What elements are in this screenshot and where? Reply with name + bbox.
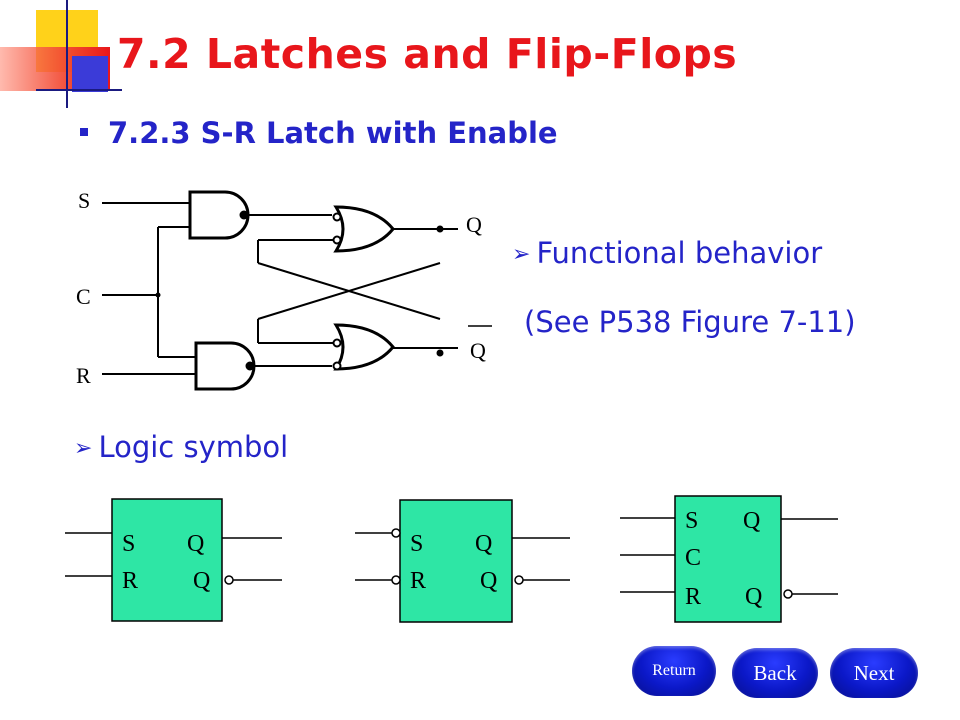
symbol-3-label-s: S (685, 508, 698, 534)
or-gate-upper (333, 205, 395, 253)
symbol-2-qn-bubble (514, 575, 524, 585)
or-upper-bubble-2 (332, 235, 342, 245)
symbol-3-label-c: C (685, 545, 701, 571)
nand-upper-bubble (239, 210, 249, 220)
arrow-bullet-icon: ➢ (74, 436, 93, 461)
sr-latch-circuit (102, 190, 458, 391)
symbol-3-label-r: R (685, 584, 701, 610)
symbol-3-label-qn: Q (745, 584, 762, 610)
symbol-2-label-s: S (410, 531, 423, 557)
section-heading: 7.2.3 S-R Latch with Enable (80, 116, 558, 150)
junction-c (155, 292, 161, 298)
symbol-1-qn-bubble (224, 575, 234, 585)
label-q: Q (466, 212, 482, 237)
arrow-bullet-icon: ➢ (512, 242, 531, 267)
label-r: R (76, 363, 91, 388)
symbol-2-label-r: R (410, 568, 426, 594)
return-button[interactable]: Return (632, 646, 716, 696)
symbol-1-label-s: S (122, 531, 135, 557)
bullet-logic-symbol: ➢Logic symbol (74, 430, 288, 464)
symbol-2-label-q: Q (475, 531, 492, 557)
symbol-2-box (399, 499, 513, 623)
bullet-functional-behavior: ➢Functional behavior (512, 236, 822, 270)
page-title: 7.2 Latches and Flip-Flops (117, 30, 738, 78)
feedback-cross-b (257, 262, 441, 320)
nand-gate-lower (194, 341, 256, 391)
symbol-1-label-qn: Q (193, 568, 210, 594)
junction-q-bar (436, 349, 444, 357)
symbol-2-r-bubble (391, 575, 401, 585)
symbol-1-label-r: R (122, 568, 138, 594)
symbol-2-s-bubble (391, 528, 401, 538)
or-gate-lower (333, 323, 395, 371)
junction-q (436, 225, 444, 233)
label-c: C (76, 284, 91, 309)
next-button[interactable]: Next (830, 648, 918, 698)
symbol-2-label-qn: Q (480, 568, 497, 594)
logic-symbol-3: S Q C R Q (620, 495, 838, 623)
or-lower-bubble-2 (332, 361, 342, 371)
label-s: S (78, 188, 90, 213)
label-q-bar: Q (470, 338, 486, 363)
symbol-1-box (111, 498, 223, 622)
logic-symbol-1: S Q R Q (65, 498, 282, 622)
symbol-3-box (674, 495, 782, 623)
logic-symbol-text: Logic symbol (98, 430, 289, 464)
symbol-1-label-q: Q (187, 531, 204, 557)
functional-behavior-text: Functional behavior (536, 236, 823, 270)
or-upper-bubble-1 (332, 212, 342, 222)
square-bullet-icon (80, 128, 88, 136)
nand-gate-upper (188, 190, 250, 240)
logic-symbol-2: S Q R Q (355, 499, 570, 623)
back-button[interactable]: Back (732, 648, 818, 698)
nand-lower-bubble (245, 361, 255, 371)
deco-vertical-line (66, 0, 68, 108)
symbol-3-label-q: Q (743, 508, 760, 534)
or-lower-bubble-1 (332, 338, 342, 348)
deco-blue-block (72, 56, 108, 92)
deco-horizontal-line (36, 89, 122, 91)
reference-text: (See P538 Figure 7-11) (524, 305, 856, 339)
section-heading-text: 7.2.3 S-R Latch with Enable (108, 116, 558, 150)
symbol-3-qn-bubble (783, 589, 793, 599)
